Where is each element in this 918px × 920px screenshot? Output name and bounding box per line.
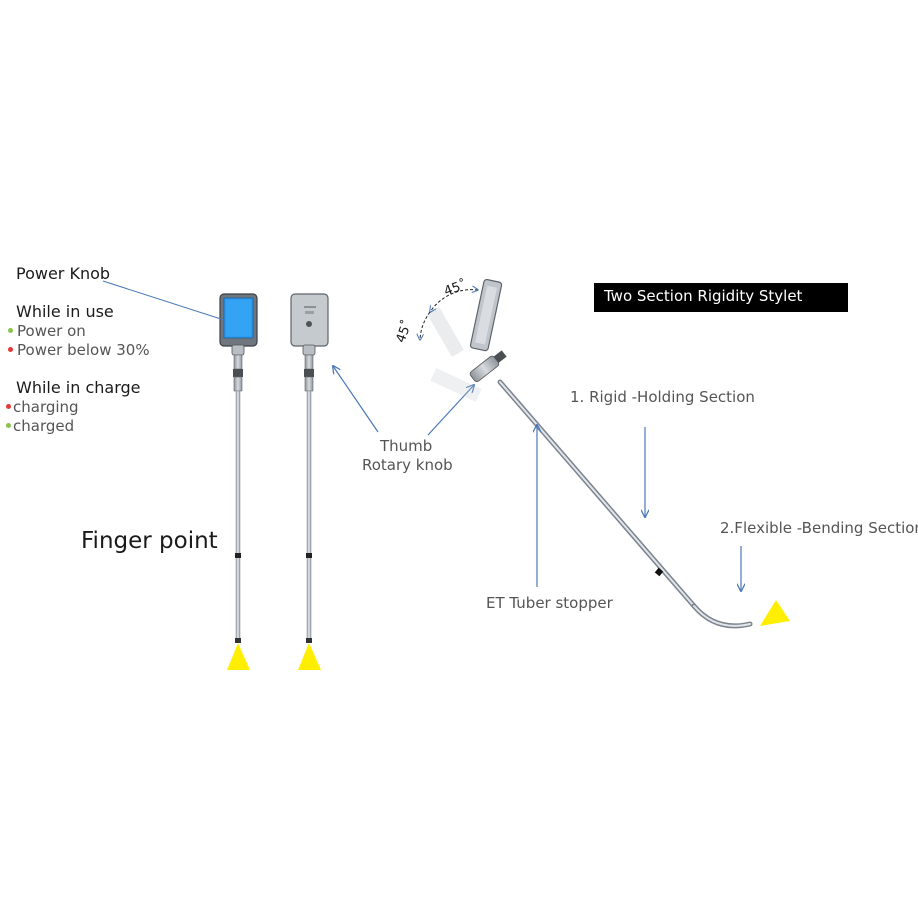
green-dot-icon (6, 423, 11, 428)
status-charged: charged (6, 417, 74, 435)
rotary-knob-front (231, 344, 245, 356)
thumb-arrow-left (333, 366, 379, 433)
device-front-stopper (235, 553, 241, 558)
power-knob-leader (102, 280, 225, 321)
angle-arc-top (430, 290, 478, 312)
status-power-below: Power below 30% (8, 341, 150, 359)
power-button-icon (306, 321, 312, 327)
angle-arc-left (420, 311, 431, 340)
power-knob-label: Power Knob (16, 264, 111, 283)
red-dot-icon (8, 347, 13, 352)
while-in-use-heading: While in use (16, 302, 114, 321)
finger-point-label: Finger point (81, 528, 218, 554)
et-tube-stopper-mark (654, 567, 664, 577)
status-power-on: Power on (8, 322, 86, 340)
device-front-shaft (235, 390, 241, 642)
device-back-shaft (306, 390, 312, 642)
rotary-knob-label: Rotary knob (362, 456, 453, 474)
while-in-charge-heading: While in charge (16, 378, 141, 397)
yellow-triangle-icon (227, 643, 250, 670)
device-back-housing (290, 293, 329, 347)
yellow-triangle-icon (298, 643, 321, 670)
flexible-section-label: 2.Flexible -Bending Section (720, 519, 918, 537)
rigid-section-label: 1. Rigid -Holding Section (570, 388, 755, 406)
red-dot-icon (6, 404, 11, 409)
device-angled (426, 278, 790, 629)
status-charging: charging (6, 398, 79, 416)
device-front (219, 293, 258, 670)
yellow-triangle-icon (760, 600, 790, 626)
green-dot-icon (8, 328, 13, 333)
thumb-label: Thumb (380, 437, 433, 455)
flexible-bending-section (691, 603, 753, 629)
thumb-arrow-right (427, 385, 474, 436)
device-back (290, 293, 329, 670)
et-stopper-label: ET Tuber stopper (486, 594, 613, 612)
diagram-title: Two Section Rigidity Stylet (594, 283, 848, 312)
